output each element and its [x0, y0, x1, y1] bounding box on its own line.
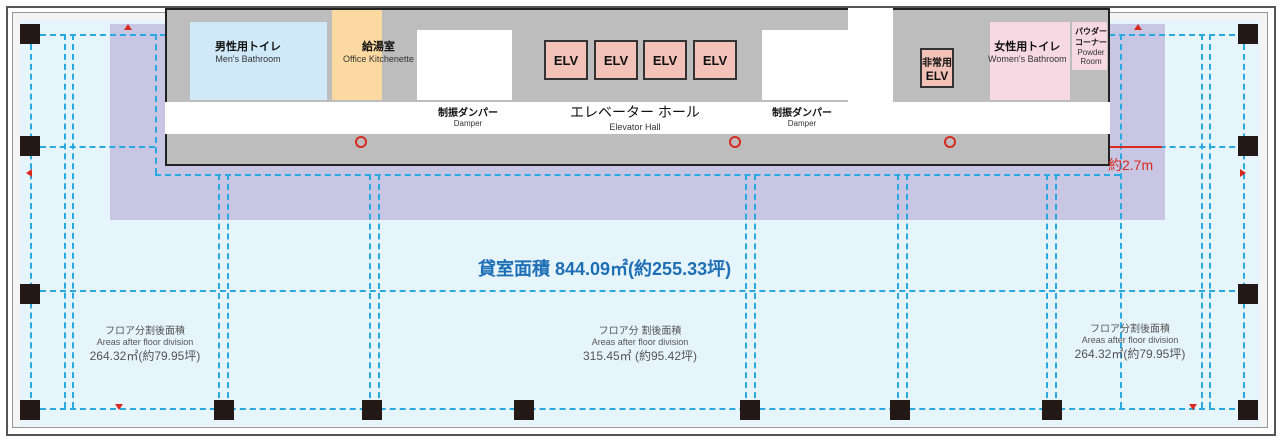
column [1042, 400, 1062, 420]
corridor-passage [848, 8, 893, 103]
emergency-elevator-jp: 非常用 [922, 57, 952, 69]
column [1238, 136, 1258, 156]
grid-line [218, 174, 220, 408]
dimension-arrow-icon [1110, 146, 1162, 148]
column [20, 24, 40, 44]
column [20, 400, 40, 420]
powder-room-label: パウダーコーナー Powder Room [1075, 27, 1107, 66]
elevator-3: ELV [643, 40, 687, 80]
elevator-hall-corridor [165, 102, 1110, 134]
mens-bathroom-label: 男性用トイレ Men's Bathroom [215, 41, 281, 64]
column [740, 400, 760, 420]
grid-line [754, 174, 756, 408]
elevator-2: ELV [594, 40, 638, 80]
office-kitchenette [332, 10, 382, 100]
division-area-center: フロア分 割後面積 Areas after floor division 315… [582, 326, 698, 363]
sprinkler-marker-icon [355, 136, 367, 148]
grid-line [1243, 34, 1245, 408]
grid-line [155, 34, 157, 174]
marker-triangle-icon [124, 24, 132, 30]
grid-line [30, 146, 155, 148]
marker-triangle-icon [1189, 404, 1197, 410]
grid-line [906, 174, 908, 408]
column [20, 284, 40, 304]
column [1238, 400, 1258, 420]
womens-bathroom [990, 22, 1070, 100]
grid-line [30, 290, 1255, 292]
mens-bathroom [190, 22, 327, 100]
column [1238, 284, 1258, 304]
elevator-4: ELV [693, 40, 737, 80]
damper-left-label: 制振ダンパー Damper [438, 108, 498, 128]
marker-triangle-icon [115, 404, 123, 410]
emergency-elevator: 非常用 ELV [920, 48, 954, 88]
stair-left [417, 30, 512, 100]
grid-line [1120, 34, 1122, 408]
column [20, 136, 40, 156]
column [1238, 24, 1258, 44]
marker-triangle-icon [26, 169, 32, 177]
division-area-right: フロア分割後面積 Areas after floor division 264.… [1074, 324, 1186, 361]
total-leasable-area: 貸室面積 844.09㎡(約255.33坪) [478, 259, 732, 279]
marker-triangle-icon [1134, 24, 1142, 30]
grid-line [1209, 34, 1211, 408]
grid-line [64, 34, 66, 408]
grid-line [72, 34, 74, 408]
elevator-hall-label: エレベーター ホール Elevator Hall [570, 104, 700, 132]
office-kitchenette-label: 給湯室 Office Kitchenette [343, 41, 414, 64]
grid-line [227, 174, 229, 408]
marker-triangle-icon [1240, 169, 1246, 177]
sprinkler-marker-icon [944, 136, 956, 148]
column [214, 400, 234, 420]
division-area-left: フロア分割後面積 Areas after floor division 264.… [89, 326, 201, 363]
grid-line [1120, 146, 1255, 148]
grid-line [745, 174, 747, 408]
grid-line [30, 408, 1255, 410]
sprinkler-marker-icon [729, 136, 741, 148]
grid-line [369, 174, 371, 408]
elevator-1: ELV [544, 40, 588, 80]
womens-bathroom-label: 女性用トイレ Women's Bathroom [988, 41, 1067, 64]
grid-line [155, 174, 1120, 176]
column [890, 400, 910, 420]
column [514, 400, 534, 420]
damper-right-label: 制振ダンパー Damper [772, 108, 832, 128]
grid-line [378, 174, 380, 408]
powder-room [1072, 22, 1107, 70]
dimension-label: 約2.7m [1108, 157, 1154, 173]
column [362, 400, 382, 420]
grid-line [1201, 34, 1203, 408]
emergency-elevator-en: ELV [925, 68, 949, 83]
grid-line [1055, 174, 1057, 408]
grid-line [30, 34, 32, 408]
grid-line [1046, 174, 1048, 408]
grid-line [897, 174, 899, 408]
stair-right [762, 30, 857, 100]
